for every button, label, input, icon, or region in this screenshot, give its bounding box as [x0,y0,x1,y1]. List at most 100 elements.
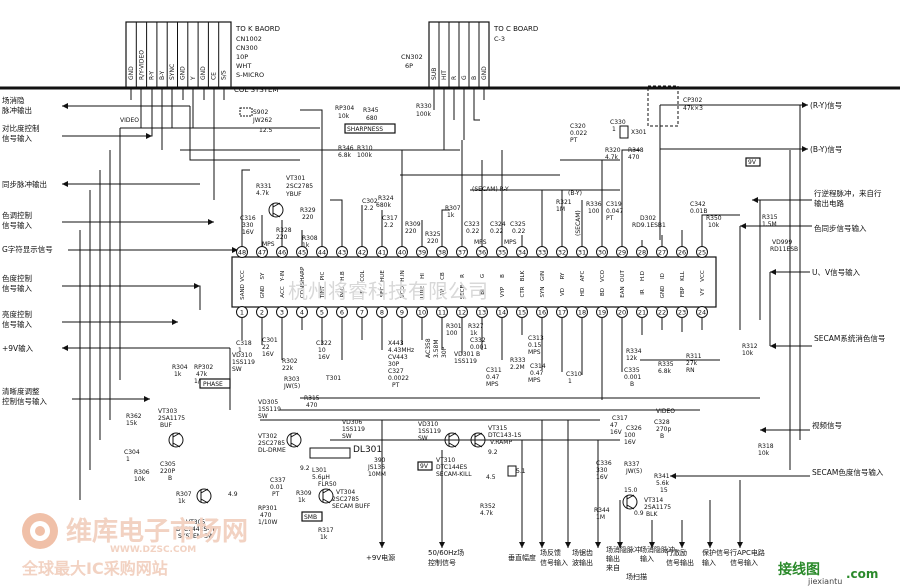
transistor-vt315-icon [470,432,486,448]
ic-top-pin-number: 39 [418,249,426,257]
ic-top-pin-number: 34 [518,249,526,257]
label-c318: C318 [236,340,252,347]
left-sig-12: +9V输入 [2,343,34,353]
label-c304-val: 1 [126,456,130,463]
ic-bottom-pin-label: SAND [240,284,246,300]
ic-bottom-pin-label: HD [580,288,586,296]
ic-top-pin-label: OUT [620,270,626,282]
bottom-sig-4: 场反馈 [540,548,561,557]
label-c316-val: 330 [242,222,254,229]
bottom-sig-6: 场锯齿 [572,548,593,557]
left-sig-8: 色度控制 [2,273,32,283]
label-r350: R350 [706,215,722,222]
label-r305-val: 4.9 [228,491,238,498]
ic-bottom-pin-number: 5 [320,309,324,317]
ic-top-pin-label: BLK [520,270,526,281]
label-vt315-type: DTC143-1S [488,432,522,439]
label-r309-val: 220 [405,228,417,235]
ic-bottom-pin-label: SEC [380,286,386,297]
label-c337-t: PT [272,491,280,498]
label-r311-t: RN [686,367,695,374]
k-board-info-2: CN300 [236,44,258,52]
ic-bottom-pin-number: 12 [458,309,466,317]
ic-top-pin-label: VCC [240,270,246,282]
label-r341-val: 5.6k [656,480,670,487]
label-c335: C335 [624,367,640,374]
bottom-sig-14: 行激励 [666,548,687,557]
label-r330-val: 100k [416,111,431,118]
ic-top-pin-number: 40 [398,249,406,257]
ic-bottom-pin-label: VY [700,288,706,296]
label-smb: SMB [304,514,317,521]
label-phase: PHASE [203,381,223,388]
label-r320-val: 4.7k [605,154,619,161]
label-r307: R307 [445,205,461,212]
bottom-sig-0: +9V电源 [366,553,395,562]
label-vd301-val: 1SS119 [454,358,477,365]
label-c319-val: 0.047 [606,208,623,215]
label-c327-t: PT [392,382,400,389]
label-r312: R312 [742,343,758,350]
label-9-2: 9.2 [300,465,310,472]
right-sig-0: (R-Y)信号 [810,100,842,110]
ic-top-pin-number: 41 [378,249,386,257]
label-c320-val: 0.022 [570,130,587,137]
ic-bottom-pin-number: 3 [280,309,284,317]
ic-bottom-pin-label: VYP [500,286,506,297]
label-r344-val: 1M [596,514,605,521]
ic-bottom-pin-number: 1 [240,309,244,317]
label-c317-val: 2.2 [384,222,394,229]
ic-bottom-pin-label: PAC [340,287,346,298]
transistor-vt305-icon [196,488,212,504]
label-r301-val: 100 [446,330,458,337]
ic-top-pin-number: 26 [678,249,686,257]
left-sig-5: 色调控制 [2,210,32,220]
label-dl301: DL301 [353,445,382,455]
label-vt302-fn: DL-DRME [258,447,286,454]
right-sig-4: 色同步信号输入 [814,223,867,233]
label-r310-val: 100k [357,152,372,159]
label-c311-t: MPS [486,381,499,388]
ic-top-pin-number: 47 [258,249,266,257]
c-board-pin: G [461,75,468,80]
label-c317b-val: 47 [610,422,618,429]
label-flr50: FLR50 [318,481,337,488]
label-r335-val: 6.8k [658,368,672,375]
bottom-sig-12: 来自 [606,563,620,572]
transistor-symbols [168,202,638,510]
label-d302-val: RD9.1ESB1 [632,222,666,229]
label-r331: R331 [256,183,272,190]
label-ac358-f: 3.58M [433,339,440,358]
right-sig-5: U、V信号输入 [812,267,861,277]
label-r317: R317 [318,527,334,534]
watermark-site: WWW.DZSC.COM [110,545,196,555]
label-r302-val: 22k [282,365,294,372]
bottom-sig-13: 场扫描 [626,572,647,581]
label-r303-val: JW(5) [283,383,300,390]
label-r312-val: 10k [742,350,754,357]
k-board-pin: GND [180,66,187,80]
label-vd310a-val: 1SS119 [232,359,255,366]
label-r352-val: 4.7k [480,510,494,517]
ic-top-pin-label: CB [440,272,446,280]
label-c313-t: MPS [528,349,541,356]
label-r328: R328 [276,227,292,234]
label-r362: R362 [126,413,142,420]
label-c326-v: 16V [624,439,637,446]
bottom-sig-11: 输入 [640,554,654,563]
components-top: S902 JW262 12.5 VIDEO RP304 10k R345 680… [120,85,798,253]
ic-bottom-pin-label: LINE [420,285,426,298]
label-r336-val: 100 [588,208,600,215]
ic-top-pin-label: COL [360,269,366,281]
label-r321: R321 [556,199,572,206]
ic-bottom-pin-number: 4 [300,309,304,317]
label-r308-val: 1k [302,242,310,249]
bottom-sig-8: 场消隐脉冲 [606,545,641,554]
ic-top-pin-number: 28 [638,249,646,257]
bus-wires [79,105,801,500]
ic-top-pin-number: 37 [458,249,466,257]
watermark-slogan: 全球最大IC采购网站 [21,559,168,578]
ic-bottom-pin-label: SECB [460,284,466,299]
right-sig-7: 视频信号 [812,420,842,430]
